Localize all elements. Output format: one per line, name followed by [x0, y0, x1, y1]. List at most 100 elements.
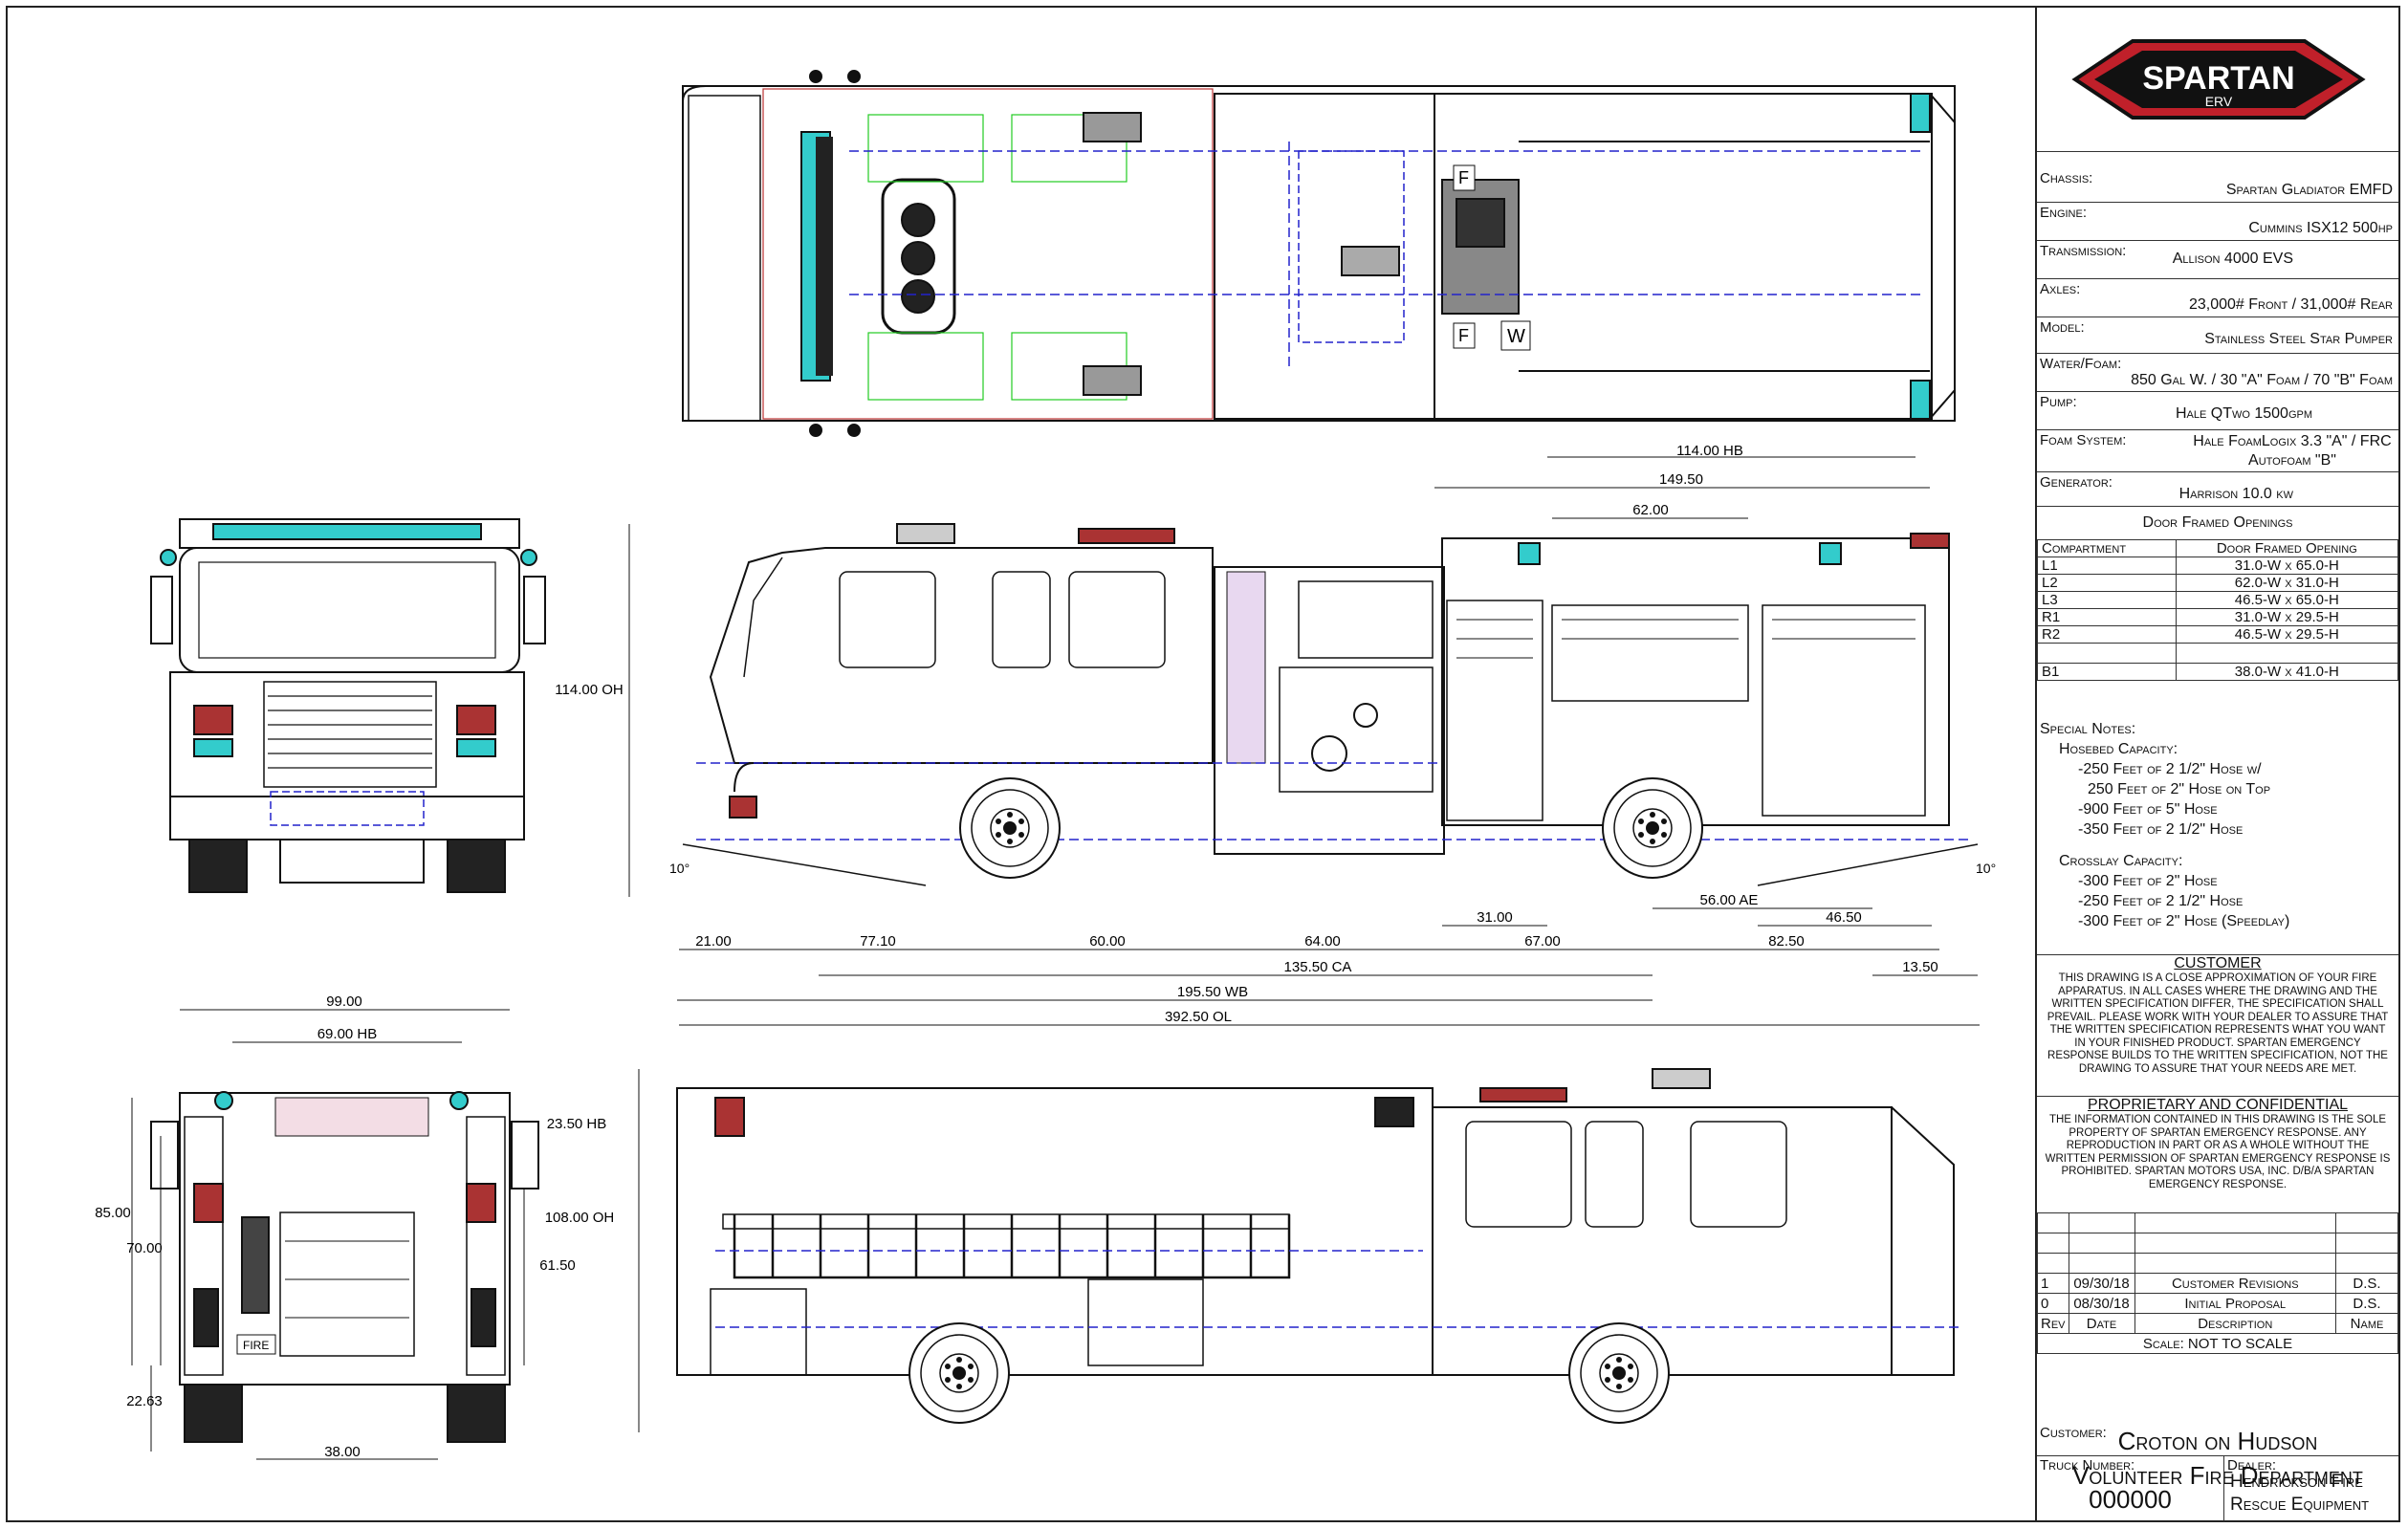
truck-number-label: Truck Number: — [2040, 1457, 2135, 1473]
side-dim-ol: 392.50 OL — [1165, 1009, 1232, 1025]
side-dim-ae: 56.00 AE — [1700, 892, 1759, 908]
side-dim-3100: 31.00 — [1477, 909, 1513, 926]
compartment-opening: 46.5-W x 29.5-H — [2175, 625, 2399, 644]
spec-transmission: Transmission: Allison 4000 EVS — [2037, 241, 2398, 279]
side-dim-62: 62.00 — [1632, 502, 1669, 518]
compartment-opening — [2175, 643, 2399, 664]
spec-label: Pump: — [2040, 394, 2077, 410]
side-dim-1350: 13.50 — [1902, 959, 1938, 975]
compartment-id: B1 — [2037, 663, 2177, 681]
desc-header: Description — [2134, 1313, 2337, 1334]
rear-fire-label: FIRE — [243, 1339, 269, 1352]
spec-water-foam: Water/Foam: 850 Gal W. / 30 "A" Foam / 7… — [2037, 354, 2398, 392]
compartment-id — [2037, 643, 2177, 664]
spec-value: Hale FoamLogix 3.3 "A" / FRC Autofoam "B… — [2193, 433, 2392, 469]
rear-dim-hb23: 23.50 HB — [547, 1116, 607, 1132]
spec-generator: Generator: Harrison 10.0 kw — [2037, 472, 2398, 507]
side-dim-4650: 46.50 — [1826, 909, 1862, 926]
crosslay-title: Crosslay Capacity: — [2059, 853, 2183, 869]
customer-disclaimer: CUSTOMER THIS DRAWING IS A CLOSE APPROXI… — [2037, 954, 2398, 1076]
spec-label: Engine: — [2040, 205, 2088, 221]
side-dim-c: 60.00 — [1089, 933, 1126, 950]
title-block: SPARTAN ERV Chassis: Spartan Gladiator E… — [2035, 8, 2399, 1521]
officer-side-view — [676, 1068, 1959, 1376]
compartment-opening: 46.5-W x 65.0-H — [2175, 591, 2399, 609]
crosslay-item: -300 Feet of 2" Hose (Speedlay) — [2078, 913, 2290, 929]
truck-dealer-block: Truck Number: 000000 Dealer: Hendrickson… — [2037, 1455, 2398, 1521]
drawing-frame — [6, 6, 2400, 1522]
hosebed-list: -250 Feet of 2 1/2" Hose w/250 Feet of 2… — [2040, 759, 2289, 840]
compartment-row — [2037, 643, 2399, 664]
side-dim-a: 21.00 — [695, 933, 732, 950]
name-header: Name — [2335, 1313, 2398, 1334]
side-view — [696, 523, 1968, 855]
spec-pump: Pump: Hale QTwo 1500gpm — [2037, 392, 2398, 430]
date-header: Date — [2068, 1313, 2135, 1334]
compartment-opening: 38.0-W x 41.0-H — [2175, 663, 2399, 681]
customer-label: Customer: — [2040, 1425, 2107, 1441]
customer-block: Customer: Croton on Hudson Volunteer Fir… — [2037, 1423, 2398, 1490]
hosebed-item: -350 Feet of 2 1/2" Hose — [2078, 821, 2244, 838]
customer-name-line-1: Croton on Hudson — [2117, 1427, 2318, 1455]
hosebed-title: Hosebed Capacity: — [2059, 741, 2178, 757]
revision-name: D.S. — [2335, 1293, 2398, 1314]
compartment-opening: 31.0-W x 65.0-H — [2175, 557, 2399, 575]
compartment-opening: 31.0-W x 29.5-H — [2175, 608, 2399, 626]
compartment-id: L3 — [2037, 591, 2177, 609]
side-dim-149: 149.50 — [1659, 471, 1703, 488]
dealer-line-1: Hendrickson Fire — [2230, 1472, 2363, 1492]
spec-value: Harrison 10.0 kw — [2178, 486, 2293, 502]
rear-dim-85: 85.00 — [95, 1205, 131, 1221]
customer-name-line-2: Volunteer Fire Department — [2072, 1461, 2363, 1490]
side-angle-right: 10° — [1976, 861, 1996, 876]
door-openings-title: Door Framed Openings — [2142, 514, 2293, 531]
hosebed-item: -250 Feet of 2 1/2" Hose w/ — [2078, 761, 2262, 777]
side-dim-f: 82.50 — [1768, 933, 1805, 950]
spec-foam-system: Foam System: Hale FoamLogix 3.3 "A" / FR… — [2037, 430, 2398, 472]
spec-label: Model: — [2040, 319, 2085, 336]
spec-label: Generator: — [2040, 474, 2112, 491]
spec-label: Axles: — [2040, 281, 2081, 297]
spec-label: Chassis: — [2040, 170, 2093, 186]
spec-label: Water/Foam: — [2040, 356, 2122, 372]
revision-date: 08/30/18 — [2068, 1293, 2135, 1314]
rear-dim-38: 38.00 — [324, 1444, 361, 1460]
side-dimension-lines — [628, 487, 1980, 1026]
revision-number: 0 — [2037, 1293, 2069, 1314]
spec-axles: Axles: 23,000# Front / 31,000# Rear — [2037, 279, 2398, 317]
revision-description: Initial Proposal — [2134, 1293, 2337, 1314]
rear-dim-2263: 22.63 — [126, 1393, 163, 1409]
dealer-line-2: Rescue Equipment — [2230, 1495, 2370, 1515]
dealer-label: Dealer: — [2227, 1457, 2277, 1473]
spec-model: Model: Stainless Steel Star Pumper — [2037, 317, 2398, 354]
front-view — [150, 518, 546, 893]
rear-dim-70: 70.00 — [126, 1240, 163, 1256]
spec-value: Stainless Steel Star Pumper — [2204, 331, 2393, 347]
spec-value: 850 Gal W. / 30 "A" Foam / 70 "B" Foam — [2131, 372, 2393, 388]
top-w-label: W — [1507, 326, 1525, 347]
compartment-id: L2 — [2037, 574, 2177, 592]
truck-number: 000000 — [2089, 1485, 2172, 1514]
special-notes: Special Notes: Hosebed Capacity: -250 Fe… — [2040, 719, 2289, 931]
spec-engine: Engine: Cummins ISX12 500hp — [2037, 203, 2398, 241]
top-hb-dim: 114.00 HB — [1676, 443, 1743, 459]
spec-value: 23,000# Front / 31,000# Rear — [2188, 296, 2393, 313]
officer-side-overall-height: 108.00 OH — [545, 1210, 615, 1226]
compartment-header: Compartment — [2037, 539, 2177, 557]
customer-title: CUSTOMER — [2174, 955, 2262, 971]
rear-dimension-lines — [131, 1009, 525, 1460]
top-f-label-2: F — [1458, 326, 1469, 345]
rear-dim-hb69: 69.00 HB — [317, 1026, 378, 1042]
hosebed-item: 250 Feet of 2" Hose on Top — [2088, 781, 2271, 797]
rear-view — [150, 1091, 539, 1443]
door-openings-section: Door Framed Openings Compartment Door Fr… — [2037, 509, 2399, 681]
rear-dim-99: 99.00 — [326, 993, 362, 1010]
spec-label: Transmission: — [2040, 243, 2127, 259]
